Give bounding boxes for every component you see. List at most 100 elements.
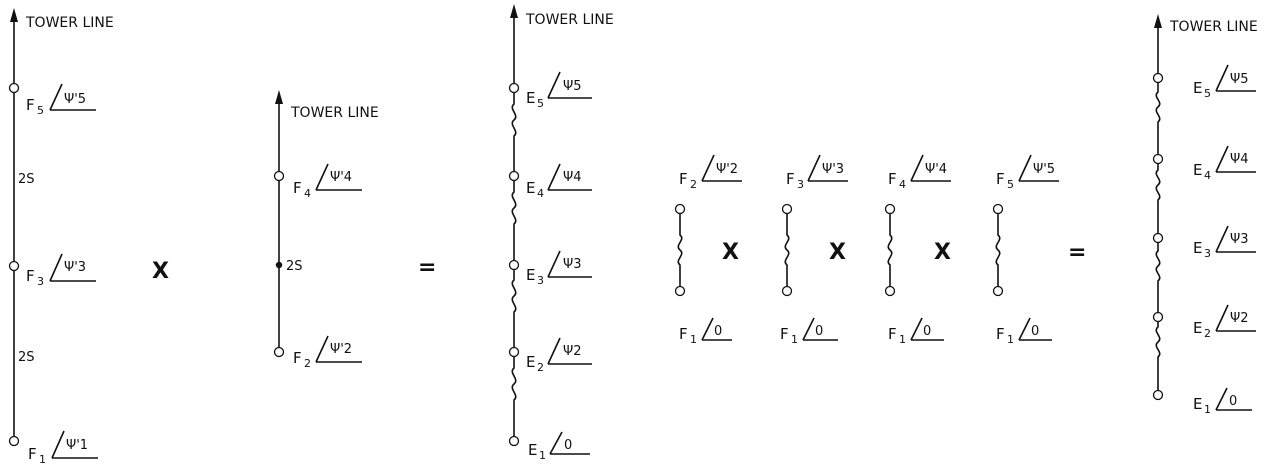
element-node-e5: [508, 82, 520, 94]
svg-text:Ψ3: Ψ3: [1230, 232, 1249, 247]
svg-text:4: 4: [899, 178, 906, 191]
angle-symbol: [807, 154, 848, 182]
svg-text:F: F: [26, 267, 35, 285]
svg-text:0: 0: [564, 438, 572, 453]
element-node: [992, 203, 1004, 215]
svg-text:F: F: [780, 325, 789, 343]
tower-line-label: TOWER LINE: [25, 15, 114, 31]
svg-text:Ψ'4: Ψ'4: [330, 170, 352, 185]
svg-text:Ψ2: Ψ2: [563, 344, 582, 359]
label-f4: F 4 Ψ'4: [293, 163, 362, 200]
svg-text:1: 1: [1204, 403, 1211, 416]
svg-text:F: F: [293, 179, 302, 197]
angle-symbol: [1215, 64, 1256, 92]
svg-text:F: F: [28, 445, 37, 463]
svg-text:Ψ'2: Ψ'2: [716, 162, 738, 177]
svg-text:Ψ4: Ψ4: [1230, 152, 1249, 167]
svg-text:Ψ5: Ψ5: [563, 79, 582, 94]
element-node-e4: [1152, 153, 1164, 165]
svg-text:4: 4: [537, 187, 544, 200]
element-node-e1: [508, 435, 520, 447]
label-e2: E 2 Ψ2: [1193, 304, 1256, 340]
pair-link-with-spring: [677, 213, 683, 287]
element-node-f4: [273, 170, 285, 182]
angle-symbol: [1018, 154, 1059, 182]
spacing-label-lower: 2S: [18, 350, 35, 365]
label-f3: F 3 Ψ'3: [26, 253, 96, 288]
svg-text:4: 4: [1204, 169, 1211, 182]
angle-symbol: [315, 163, 362, 191]
element-node: [884, 285, 896, 297]
midpoint-dot: [275, 261, 283, 269]
svg-text:F: F: [996, 170, 1005, 188]
svg-text:Ψ3: Ψ3: [563, 257, 582, 272]
angle-symbol: [49, 83, 96, 111]
svg-text:Ψ4: Ψ4: [563, 170, 582, 185]
label-e4: E 4 Ψ4: [1193, 145, 1256, 182]
svg-text:Ψ'3: Ψ'3: [64, 260, 86, 275]
tower-line-with-spring: [1155, 20, 1161, 395]
svg-text:E: E: [1193, 395, 1202, 413]
label-e4: E 4 Ψ4: [526, 163, 592, 200]
angle-symbol: [51, 430, 98, 459]
svg-text:Ψ'5: Ψ'5: [1033, 162, 1055, 177]
times-operator-2: X: [722, 240, 739, 265]
svg-text:Ψ'2: Ψ'2: [330, 342, 352, 357]
element-node-e5: [1152, 72, 1164, 84]
svg-text:E: E: [528, 441, 537, 459]
pair-2: F 3 Ψ'3 F 1 0: [780, 154, 848, 346]
label-e3: E 3 Ψ3: [526, 250, 592, 287]
angle-symbol: [547, 337, 592, 365]
svg-text:3: 3: [37, 275, 44, 288]
element-node-e2: [508, 346, 520, 358]
svg-text:E: E: [526, 89, 535, 107]
times-operator-1: X: [152, 259, 169, 284]
label-e2: E 2 Ψ2: [526, 337, 592, 374]
svg-text:F: F: [996, 325, 1005, 343]
svg-text:Ψ'4: Ψ'4: [925, 162, 947, 177]
element-node-f2: [273, 346, 285, 358]
arrowhead-icon: [510, 4, 518, 18]
svg-text:3: 3: [797, 178, 804, 191]
label-e5: E 5 Ψ5: [1193, 64, 1256, 100]
angle-symbol: [547, 71, 592, 99]
svg-text:0: 0: [923, 324, 931, 339]
arrowhead-icon: [10, 8, 18, 22]
angle-symbol: [547, 163, 592, 191]
svg-text:1: 1: [539, 449, 546, 462]
angle-symbol: [910, 317, 944, 341]
arrowhead-icon: [275, 90, 283, 104]
svg-text:2: 2: [690, 178, 697, 191]
times-operator-3: X: [829, 240, 846, 265]
angle-symbol: [701, 317, 732, 341]
label-f5: F 5 Ψ'5: [26, 83, 96, 117]
svg-text:2: 2: [304, 357, 311, 370]
result-array-right: TOWER LINE E 5 Ψ5 E 4 Ψ4 E 3 Ψ3 E 2 Ψ2: [1152, 14, 1258, 416]
label-e1: E 1 0: [528, 431, 590, 462]
angle-symbol: [549, 431, 590, 455]
tower-line-with-spring: [511, 10, 517, 441]
svg-text:Ψ'1: Ψ'1: [66, 438, 88, 453]
result-array-left: TOWER LINE E 5 Ψ5 E 4 Ψ4 E 3 Ψ3 E 2 Ψ2: [508, 4, 614, 462]
svg-text:Ψ5: Ψ5: [1230, 72, 1249, 87]
label-e3: E 3 Ψ3: [1193, 225, 1256, 260]
pair-1: F 2 Ψ'2 F 1 0: [674, 154, 742, 346]
svg-text:F: F: [786, 170, 795, 188]
angle-symbol: [1018, 317, 1052, 341]
svg-text:2: 2: [1204, 327, 1211, 340]
tower-line-label: TOWER LINE: [290, 105, 379, 121]
svg-text:5: 5: [1007, 178, 1014, 191]
element-node: [674, 285, 686, 297]
element-node: [992, 285, 1004, 297]
element-node: [884, 203, 896, 215]
angle-symbol: [802, 317, 838, 341]
element-node-e3: [1152, 232, 1164, 244]
spacing-label: 2S: [286, 259, 303, 274]
element-node: [781, 285, 793, 297]
svg-text:E: E: [526, 179, 535, 197]
angle-symbol: [1215, 387, 1252, 411]
element-node: [781, 203, 793, 215]
svg-text:1: 1: [791, 333, 798, 346]
angle-symbol: [547, 250, 592, 278]
